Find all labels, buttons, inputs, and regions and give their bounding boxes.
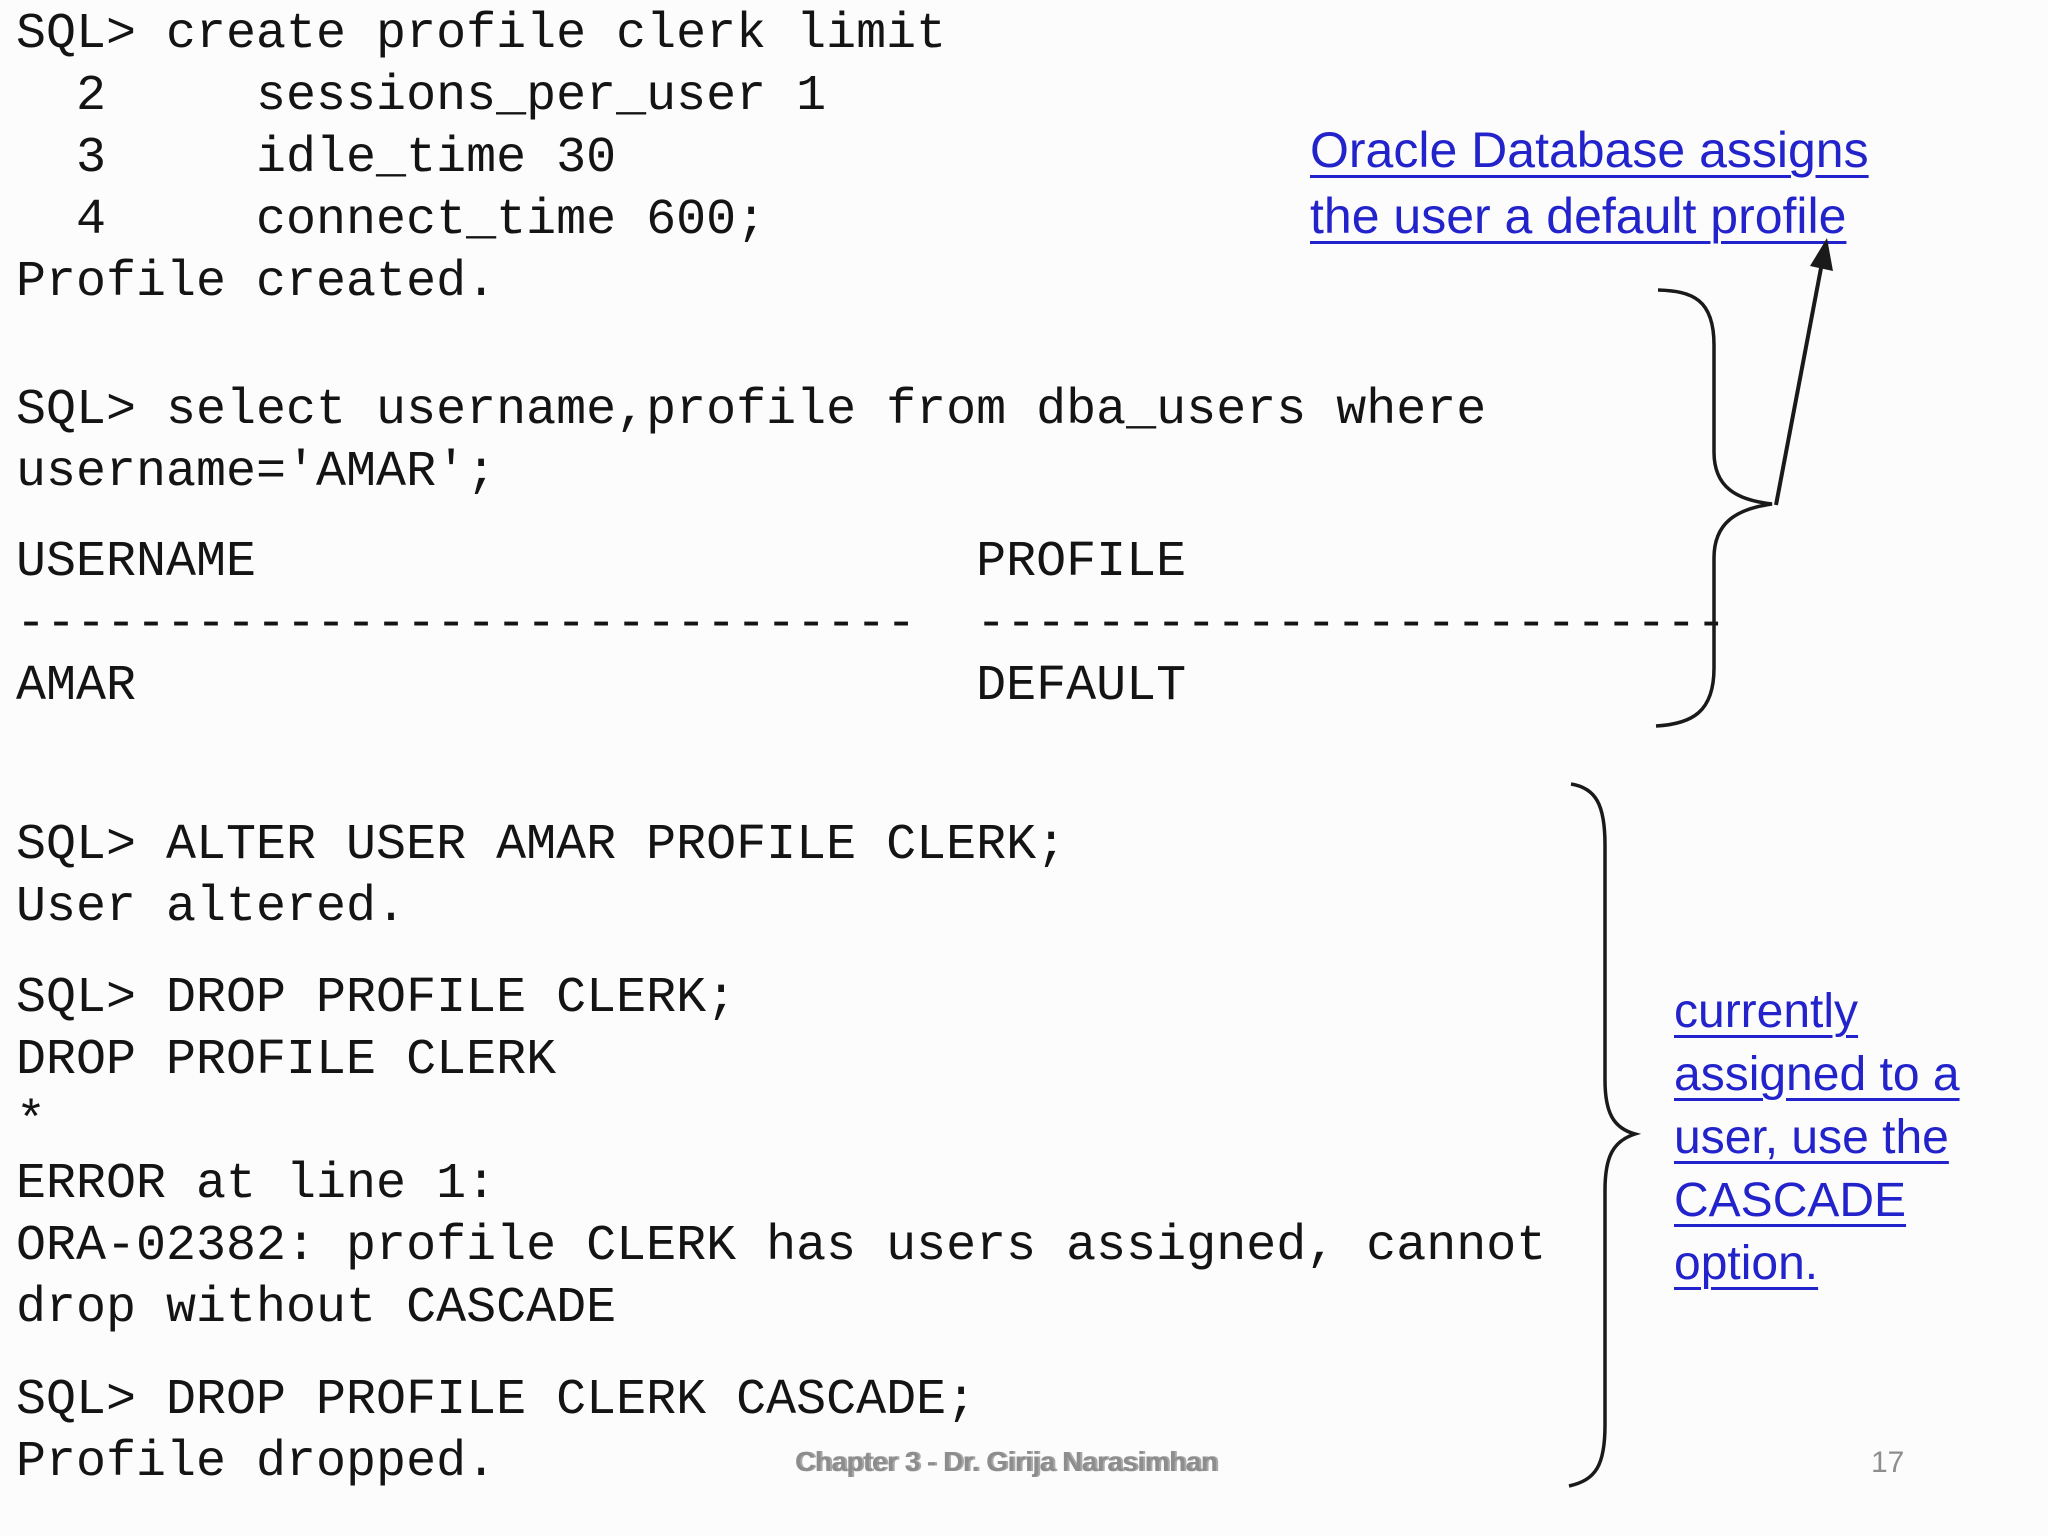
sql-query-result-table: USERNAME PROFILE -----------------------… — [16, 534, 1727, 715]
sql-create-profile-output: SQL> create profile clerk limit 2 sessio… — [16, 6, 947, 311]
sql-alter-user-output: SQL> ALTER USER AMAR PROFILE CLERK; User… — [16, 817, 1067, 936]
sql-drop-cascade-output: SQL> DROP PROFILE CLERK CASCADE; Profile… — [16, 1372, 977, 1491]
annotation-default-profile: Oracle Database assigns the user a defau… — [1310, 122, 1869, 244]
sql-drop-profile-error-output: SQL> DROP PROFILE CLERK; DROP PROFILE CL… — [16, 970, 1547, 1337]
arrow-line — [1774, 267, 1823, 506]
page-number: 17 — [1871, 1446, 1905, 1479]
sql-select-query: SQL> select username,profile from dba_us… — [16, 382, 1487, 501]
annotation-cascade-option: currently assigned to a user, use the CA… — [1674, 985, 1960, 1290]
footer-chapter-credit: Chapter 3 - Dr. Girija Narasimhan — [795, 1446, 1218, 1477]
curly-brace-icon-bottom — [1568, 782, 1642, 1488]
